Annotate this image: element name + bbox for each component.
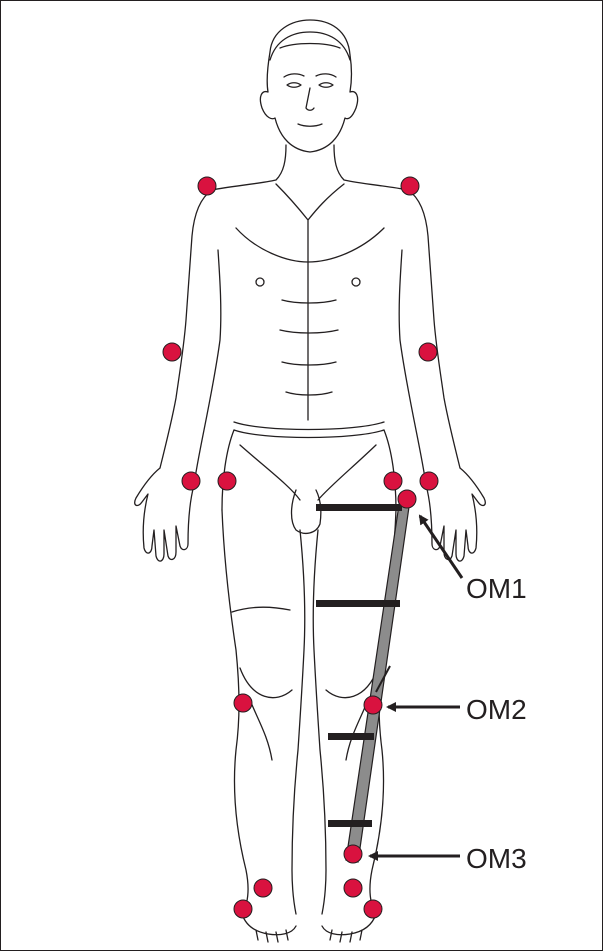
- hair-outline: [270, 32, 350, 60]
- groin-outline: [292, 490, 321, 533]
- head-outline: [260, 20, 357, 152]
- label-om2: OM2: [466, 694, 527, 725]
- marker-knee-left: [234, 694, 252, 712]
- marker-wrist-left: [182, 472, 200, 490]
- label-om1: OM1: [466, 573, 527, 604]
- arm-right-inner: [399, 250, 426, 485]
- marker-toe-right: [364, 900, 382, 918]
- marker-shoulder-left: [198, 177, 216, 195]
- strap-shin-upper: [328, 733, 374, 740]
- leg-left-inner: [292, 530, 305, 914]
- marker-toe-left: [234, 900, 252, 918]
- abdominal-detail: [280, 300, 338, 395]
- foot-right: [322, 914, 376, 942]
- brow-left: [284, 74, 304, 77]
- brow-right: [316, 74, 336, 77]
- marker-om3: [344, 845, 362, 863]
- nipple-left: [256, 278, 264, 286]
- knee-left: [232, 607, 292, 760]
- torso-left-outline: [160, 145, 286, 468]
- orthosis-bar: [346, 498, 410, 862]
- marker-om2: [364, 696, 382, 714]
- foot-left: [242, 914, 296, 942]
- strap-thigh-upper: [316, 504, 402, 511]
- marker-elbow-left: [163, 343, 181, 361]
- marker-om1: [398, 490, 416, 508]
- eye-left: [287, 83, 301, 88]
- orthosis-device: [316, 498, 410, 862]
- eye-right: [319, 83, 333, 88]
- marker-hip-left: [218, 472, 236, 490]
- hip-outline: [222, 430, 396, 510]
- marker-elbow-right: [419, 343, 437, 361]
- strap-shin-lower: [328, 820, 372, 827]
- marker-shoulder-right: [401, 177, 419, 195]
- label-om3: OM3: [466, 843, 527, 874]
- marker-ankle-left: [254, 879, 272, 897]
- leg-right-inner: [313, 530, 326, 914]
- mouth: [298, 124, 322, 126]
- nose: [306, 88, 314, 110]
- arm-left-inner: [194, 250, 221, 485]
- marker-wrist-right: [420, 472, 438, 490]
- strap-thigh-lower: [316, 600, 400, 607]
- marker-ankle-right: [344, 879, 362, 897]
- marker-hip-right: [384, 472, 402, 490]
- torso-right-outline: [334, 145, 460, 468]
- chest-detail: [236, 184, 384, 420]
- waist-outline: [234, 422, 384, 438]
- nipple-right: [352, 278, 360, 286]
